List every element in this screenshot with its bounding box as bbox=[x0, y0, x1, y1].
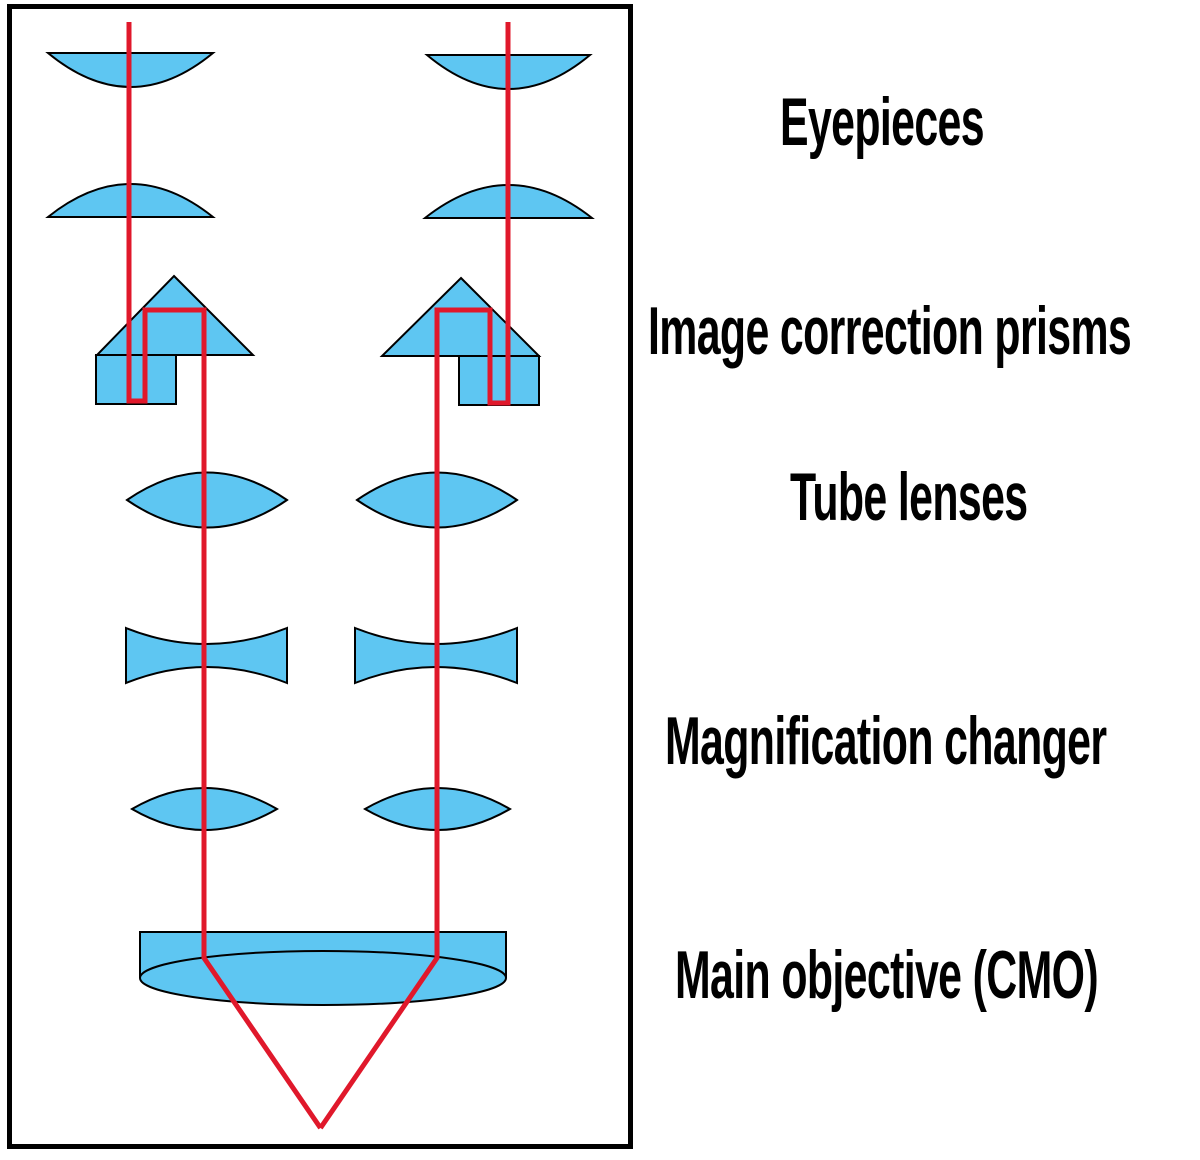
prism-right-block bbox=[458, 355, 540, 406]
label-eyepieces: Eyepieces bbox=[780, 84, 985, 160]
light-ray-left bbox=[126, 22, 323, 1130]
prism-left-triangle bbox=[94, 274, 256, 356]
main-objective-body-outline bbox=[139, 931, 507, 978]
prism-right-triangle bbox=[379, 276, 542, 357]
label-tube-lenses: Tube lenses bbox=[790, 459, 1028, 535]
light-ray-right bbox=[318, 22, 511, 1130]
label-main-objective-cmo: Main objective (CMO) bbox=[675, 937, 1099, 1013]
main-objective-ellipse bbox=[139, 950, 507, 1006]
diagram-border bbox=[7, 4, 633, 1149]
label-magnification-changer: Magnification changer bbox=[665, 703, 1107, 779]
label-image-correction-prisms: Image correction prisms bbox=[648, 293, 1132, 369]
tube-lens-left bbox=[125, 471, 289, 529]
prism-left-block bbox=[95, 354, 177, 405]
